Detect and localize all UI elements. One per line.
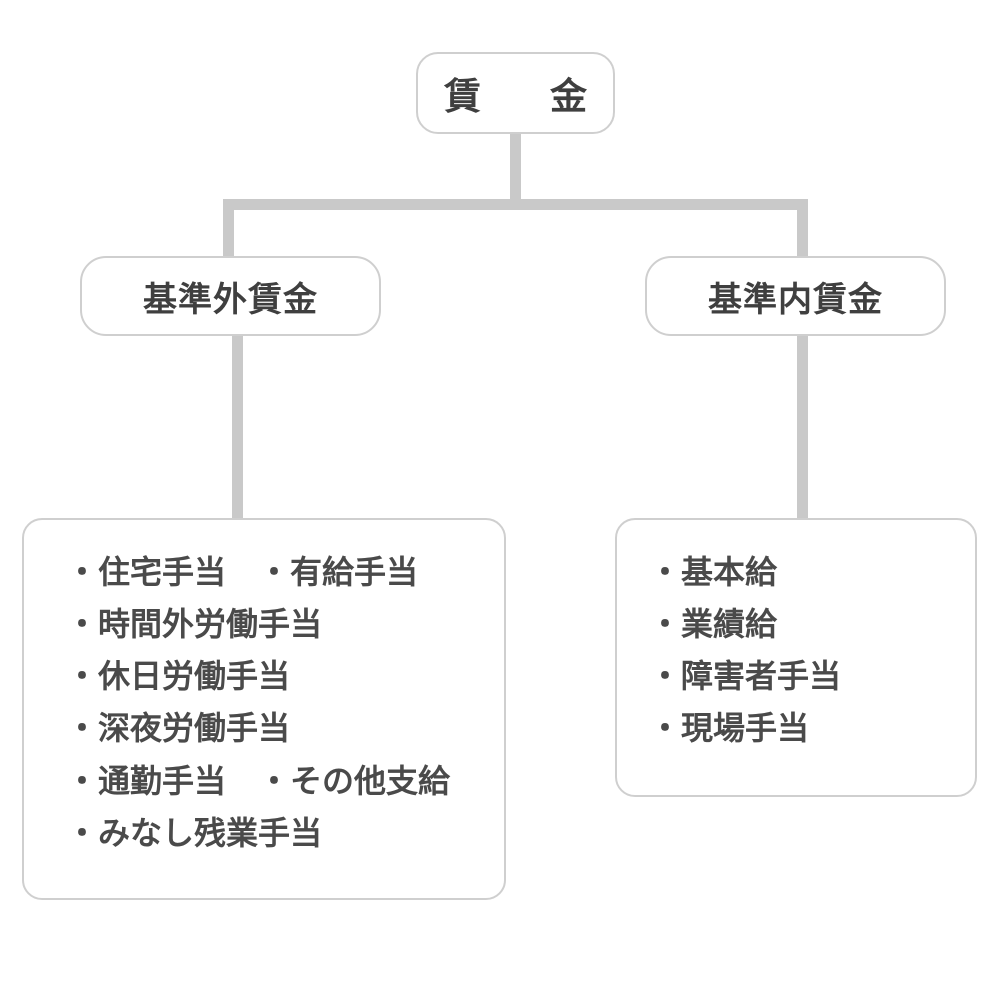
list-item: ・みなし残業手当 (66, 814, 323, 851)
node-standard-wage-label: 基準内賃金 (708, 280, 883, 319)
non-standard-wage-item-list: ・住宅手当 ・有給手当 ・時間外労働手当 ・休日労働手当 ・深夜労働手当 ・通勤… (24, 546, 504, 859)
connector-horizontal-bar (223, 199, 808, 210)
list-item: ・現場手当 (649, 710, 810, 747)
node-non-standard-wage-items: ・住宅手当 ・有給手当 ・時間外労働手当 ・休日労働手当 ・深夜労働手当 ・通勤… (22, 518, 506, 900)
list-item: ・住宅手当 ・有給手当 (66, 554, 419, 590)
standard-wage-item-list: ・基本給 ・業績給 ・障害者手当 ・現場手当 (617, 546, 975, 755)
connector-drop-right (797, 199, 808, 259)
node-non-standard-wage: 基準外賃金 (80, 256, 381, 336)
node-wage-root-label: 賃 金 (444, 76, 603, 117)
connector-right-branch-to-list (797, 334, 808, 522)
node-standard-wage-items: ・基本給 ・業績給 ・障害者手当 ・現場手当 (615, 518, 977, 797)
node-standard-wage: 基準内賃金 (645, 256, 946, 336)
list-item: ・障害者手当 (649, 658, 842, 695)
list-item: ・時間外労働手当 (66, 606, 323, 643)
list-item: ・業績給 (649, 606, 778, 643)
node-non-standard-wage-label: 基準外賃金 (143, 280, 318, 319)
list-item: ・基本給 (649, 554, 778, 590)
list-item: ・深夜労働手当 (66, 710, 291, 747)
list-item: ・通勤手当 ・その他支給 (66, 762, 451, 799)
connector-root-stem (510, 133, 521, 200)
connector-left-branch-to-list (232, 334, 243, 522)
connector-drop-left (223, 199, 234, 259)
list-item: ・休日労働手当 (66, 658, 291, 695)
node-wage-root: 賃 金 (416, 52, 615, 134)
